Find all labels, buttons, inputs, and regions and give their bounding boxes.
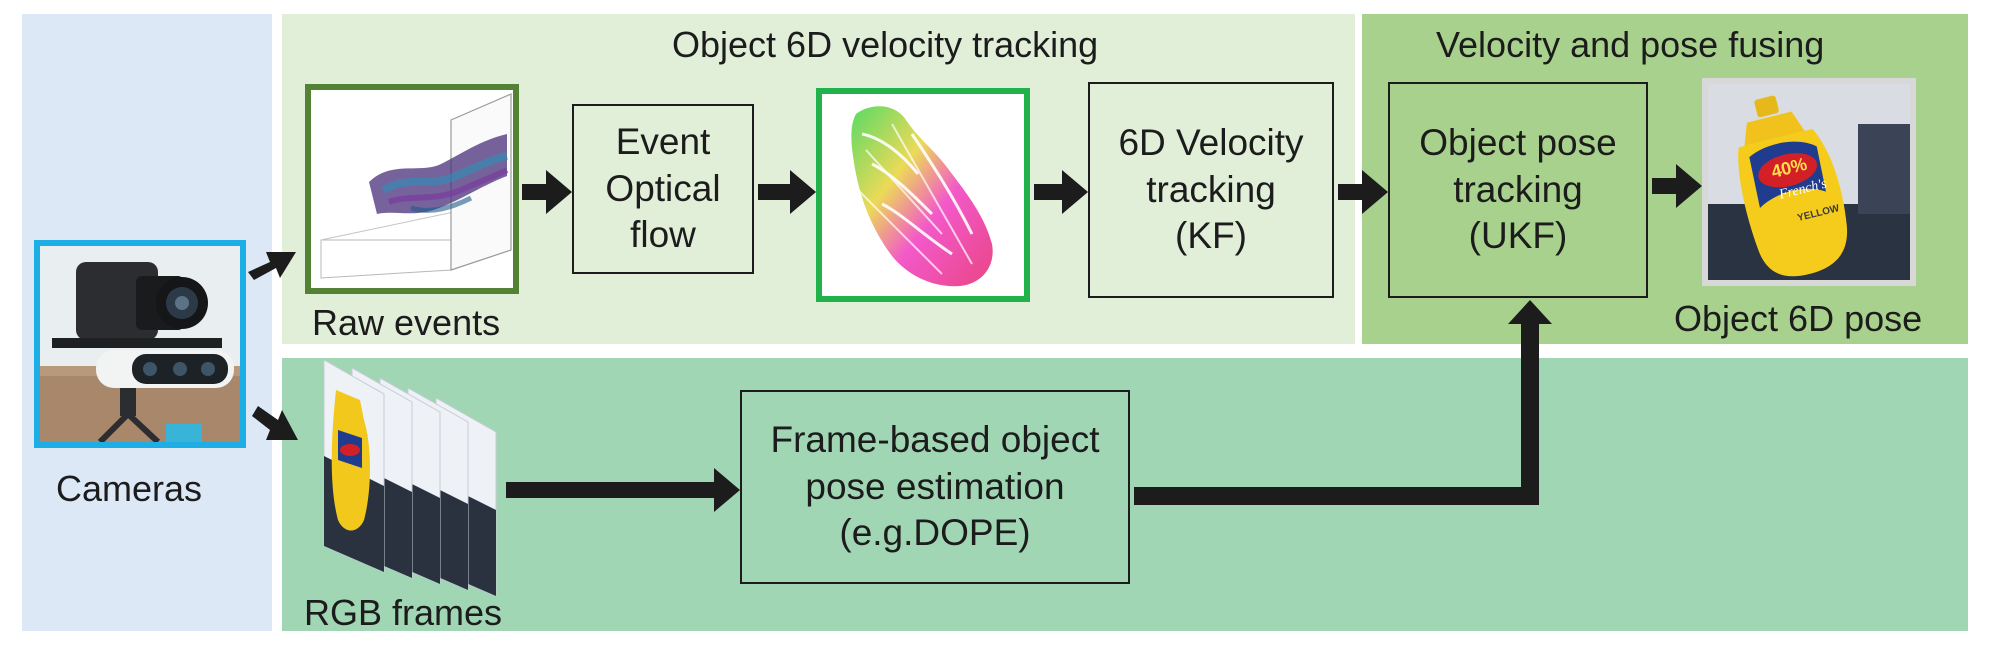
- connector-estimation-to-pose-tracking: [1134, 320, 1539, 505]
- estimation-box-line-3: (e.g.DOPE): [839, 512, 1031, 554]
- pose-box-line-2: tracking: [1453, 168, 1583, 210]
- fusing-section-title: Velocity and pose fusing: [1436, 24, 1825, 65]
- arrow-frames-to-estimation: [506, 468, 740, 512]
- velocity-box-line-1: 6D Velocity: [1118, 121, 1304, 163]
- optical-flow-image: [816, 88, 1030, 302]
- frame-1: [323, 359, 385, 573]
- pose-box-line-1: Object pose: [1419, 121, 1617, 163]
- event-volume-illustration: [320, 93, 512, 279]
- cameras-label: Cameras: [56, 468, 203, 509]
- flow-field-illustration: [851, 106, 993, 287]
- object-pose-label: Object 6D pose: [1674, 298, 1923, 339]
- raw-events-label: Raw events: [312, 302, 501, 343]
- mustard-bottle-illustration: 40% French's YELLOW: [1708, 84, 1910, 280]
- velocity-box-line-2: tracking: [1146, 168, 1276, 210]
- event-flow-line-3: flow: [630, 214, 696, 256]
- event-flow-line-2: Optical: [605, 167, 721, 209]
- estimation-box-line-1: Frame-based object: [770, 418, 1100, 460]
- arrow-cameras-to-frames: [252, 406, 298, 440]
- raw-events-image: [305, 84, 519, 294]
- estimation-box-line-2: pose estimation: [805, 465, 1065, 507]
- velocity-section-title: Object 6D velocity tracking: [672, 24, 1099, 65]
- arrow-pose-tracking-to-output: [1652, 164, 1702, 208]
- pose-tracking-box: Object pose tracking (UKF): [1388, 82, 1648, 298]
- rgb-frames-label: RGB frames: [304, 592, 503, 633]
- connector-arrowhead: [1508, 300, 1552, 324]
- cameras-illustration: [40, 246, 240, 442]
- velocity-box-line-3: (KF): [1175, 215, 1247, 257]
- arrow-velocity-to-pose-tracking: [1338, 170, 1388, 214]
- arrow-image-to-velocity: [1034, 170, 1088, 214]
- cameras-photo: [34, 240, 246, 448]
- rgb-frames-stack: [320, 359, 500, 597]
- event-optical-flow-box: Event Optical flow: [572, 104, 754, 274]
- arrow-flow-to-image: [758, 170, 816, 214]
- pose-box-line-3: (UKF): [1468, 215, 1568, 257]
- pose-estimation-box: Frame-based object pose estimation (e.g.…: [740, 390, 1130, 584]
- arrow-events-to-flow: [522, 170, 572, 214]
- event-flow-line-1: Event: [615, 120, 711, 162]
- object-pose-photo: 40% French's YELLOW: [1702, 78, 1916, 286]
- velocity-tracking-box: 6D Velocity tracking (KF): [1088, 82, 1334, 298]
- arrow-cameras-to-events: [248, 252, 296, 280]
